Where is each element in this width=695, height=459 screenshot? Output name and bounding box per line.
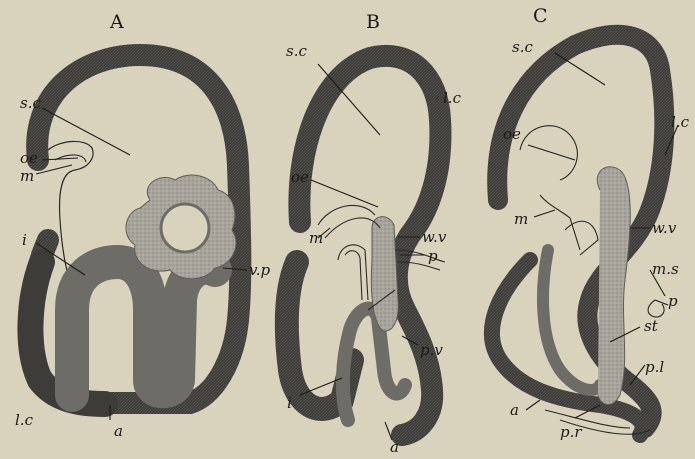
- label-sc: s.c: [512, 38, 533, 56]
- label-a: a: [114, 422, 123, 440]
- panel-b-ventricle: [371, 217, 398, 331]
- panel-a-ventricle-lumen: [161, 204, 209, 252]
- panel-b-letter: B: [366, 11, 380, 33]
- label-m: m: [514, 210, 528, 228]
- label-m: m: [20, 167, 34, 185]
- label-oe: oe: [20, 149, 38, 167]
- label-vp: v.p: [249, 261, 270, 279]
- label-p: p: [428, 247, 438, 265]
- label-a: a: [510, 401, 519, 419]
- label-lc: l.c: [671, 113, 690, 131]
- label-oe: oe: [503, 125, 521, 143]
- panel-a-letter: A: [109, 11, 124, 33]
- label-i: i: [22, 231, 27, 249]
- label-st: st: [644, 317, 659, 335]
- label-a: a: [390, 438, 399, 456]
- label-wv: w.v: [652, 219, 677, 237]
- panel-c-letter: C: [533, 5, 548, 27]
- label-pl: p.l: [645, 358, 664, 376]
- label-i: i: [287, 394, 292, 412]
- label-p: p: [668, 292, 678, 310]
- label-sc: s.c: [20, 94, 41, 112]
- label-pr: p.r: [560, 423, 582, 441]
- label-ms: m.s: [652, 260, 679, 278]
- label-wv: w.v: [422, 228, 447, 246]
- label-pv: p.v: [420, 341, 443, 359]
- label-m: m: [309, 229, 323, 247]
- label-sc: s.c: [286, 42, 307, 60]
- label-lc: l.c: [15, 411, 34, 429]
- label-oe: oe: [291, 168, 309, 186]
- label-lc: l.c: [443, 89, 462, 107]
